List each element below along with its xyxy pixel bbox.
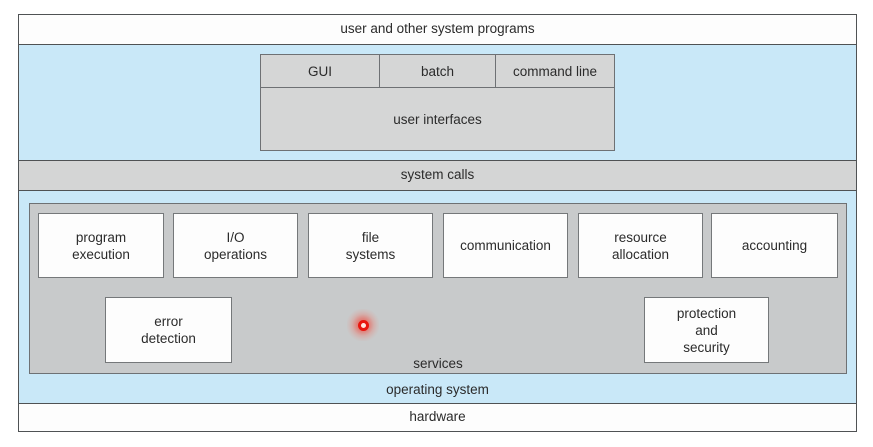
- user-interfaces-cell: user interfaces: [393, 112, 482, 127]
- service-box-file-systems: file systems: [308, 213, 433, 278]
- user-interface-header-row: GUI batch command line: [261, 55, 614, 88]
- gui-cell: GUI: [261, 55, 380, 87]
- user-interface-table: GUI batch command line user interfaces: [260, 54, 615, 151]
- service-box-accounting: accounting: [711, 213, 838, 278]
- operating-system-label: operating system: [386, 382, 489, 397]
- batch-cell: batch: [380, 55, 496, 87]
- service-box-program-execution: program execution: [38, 213, 164, 278]
- hardware-bar: hardware: [18, 403, 857, 432]
- service-box-protection-and-security: protection and security: [644, 297, 769, 363]
- services-label: services: [413, 356, 463, 371]
- click-indicator-dot: [347, 309, 379, 341]
- service-box-communication: communication: [443, 213, 568, 278]
- system-calls-bar: system calls: [18, 160, 857, 191]
- service-box-resource-allocation: resource allocation: [578, 213, 703, 278]
- command-line-cell: command line: [512, 63, 598, 79]
- service-box-error-detection: error detection: [105, 297, 232, 363]
- user-programs-bar: user and other system programs: [18, 14, 857, 45]
- service-box-io-operations: I/O operations: [173, 213, 298, 278]
